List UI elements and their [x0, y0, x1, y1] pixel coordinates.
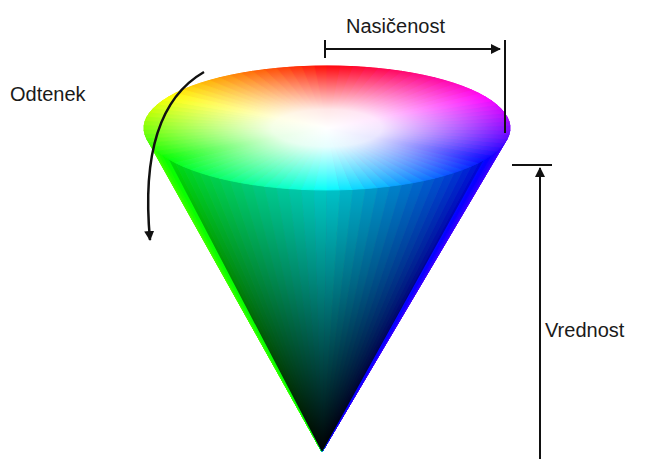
hue-arrow	[148, 72, 204, 240]
axis-label: Vrednost	[545, 318, 624, 342]
cone-top	[144, 66, 510, 190]
cone-body	[144, 66, 510, 452]
axis-label: Nasičenost	[346, 14, 445, 38]
axis-label: Odtenek	[10, 82, 86, 106]
saturation-arrow	[325, 48, 500, 50]
value-tick	[512, 164, 552, 166]
value-arrow	[539, 168, 541, 459]
saturation-bracket	[504, 40, 506, 133]
cone-top-white-center	[144, 66, 510, 190]
